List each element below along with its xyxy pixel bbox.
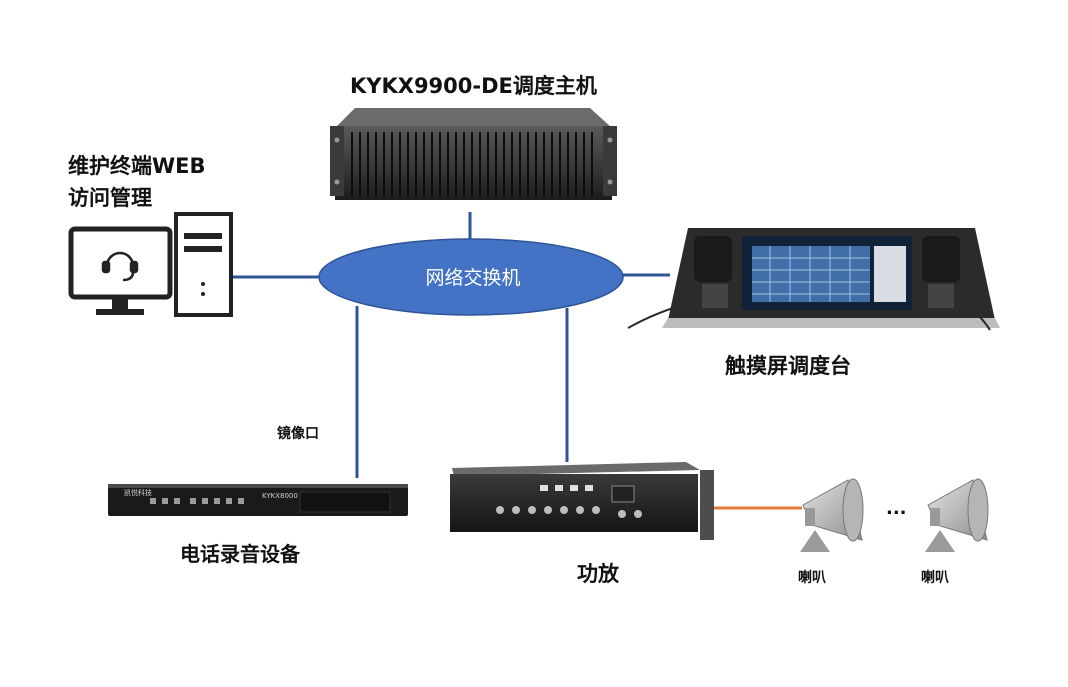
recorder-label: 电话录音设备 xyxy=(180,542,300,566)
amplifier-image xyxy=(450,462,714,540)
amplifier-label: 功放 xyxy=(577,562,619,586)
maintenance-terminal-image xyxy=(68,212,233,317)
maintenance-label: 维护终端WEB 访问管理 xyxy=(68,150,206,214)
recorder-model-text: KYKX8000 xyxy=(262,492,298,500)
dispatch-server-image xyxy=(330,108,617,200)
speaker-horn-icon-2 xyxy=(925,478,989,552)
connection-lines xyxy=(232,212,802,510)
recorder-image: 凯悦科技 KYKX8000 xyxy=(108,484,408,516)
speaker-horn-icon xyxy=(800,478,864,552)
server-label: KYKX9900-DE调度主机 xyxy=(350,74,597,98)
ellipsis-label: ... xyxy=(886,498,907,519)
network-switch-node xyxy=(318,238,624,316)
speaker-label: 喇叭 xyxy=(798,570,826,586)
monitor-icon xyxy=(68,226,173,300)
mirror-port-label: 镜像口 xyxy=(277,426,319,442)
maintenance-label-line1: 维护终端WEB xyxy=(68,154,206,178)
speaker-label-2: 喇叭 xyxy=(921,570,949,586)
maintenance-label-line2: 访问管理 xyxy=(68,186,152,210)
touch-console-label: 触摸屏调度台 xyxy=(725,354,851,378)
touch-console-image xyxy=(627,228,1000,331)
recorder-brand-text: 凯悦科技 xyxy=(124,488,152,497)
headset-icon xyxy=(101,251,139,282)
pc-tower-icon xyxy=(174,212,233,317)
switch-label: 网络交换机 xyxy=(425,267,521,289)
